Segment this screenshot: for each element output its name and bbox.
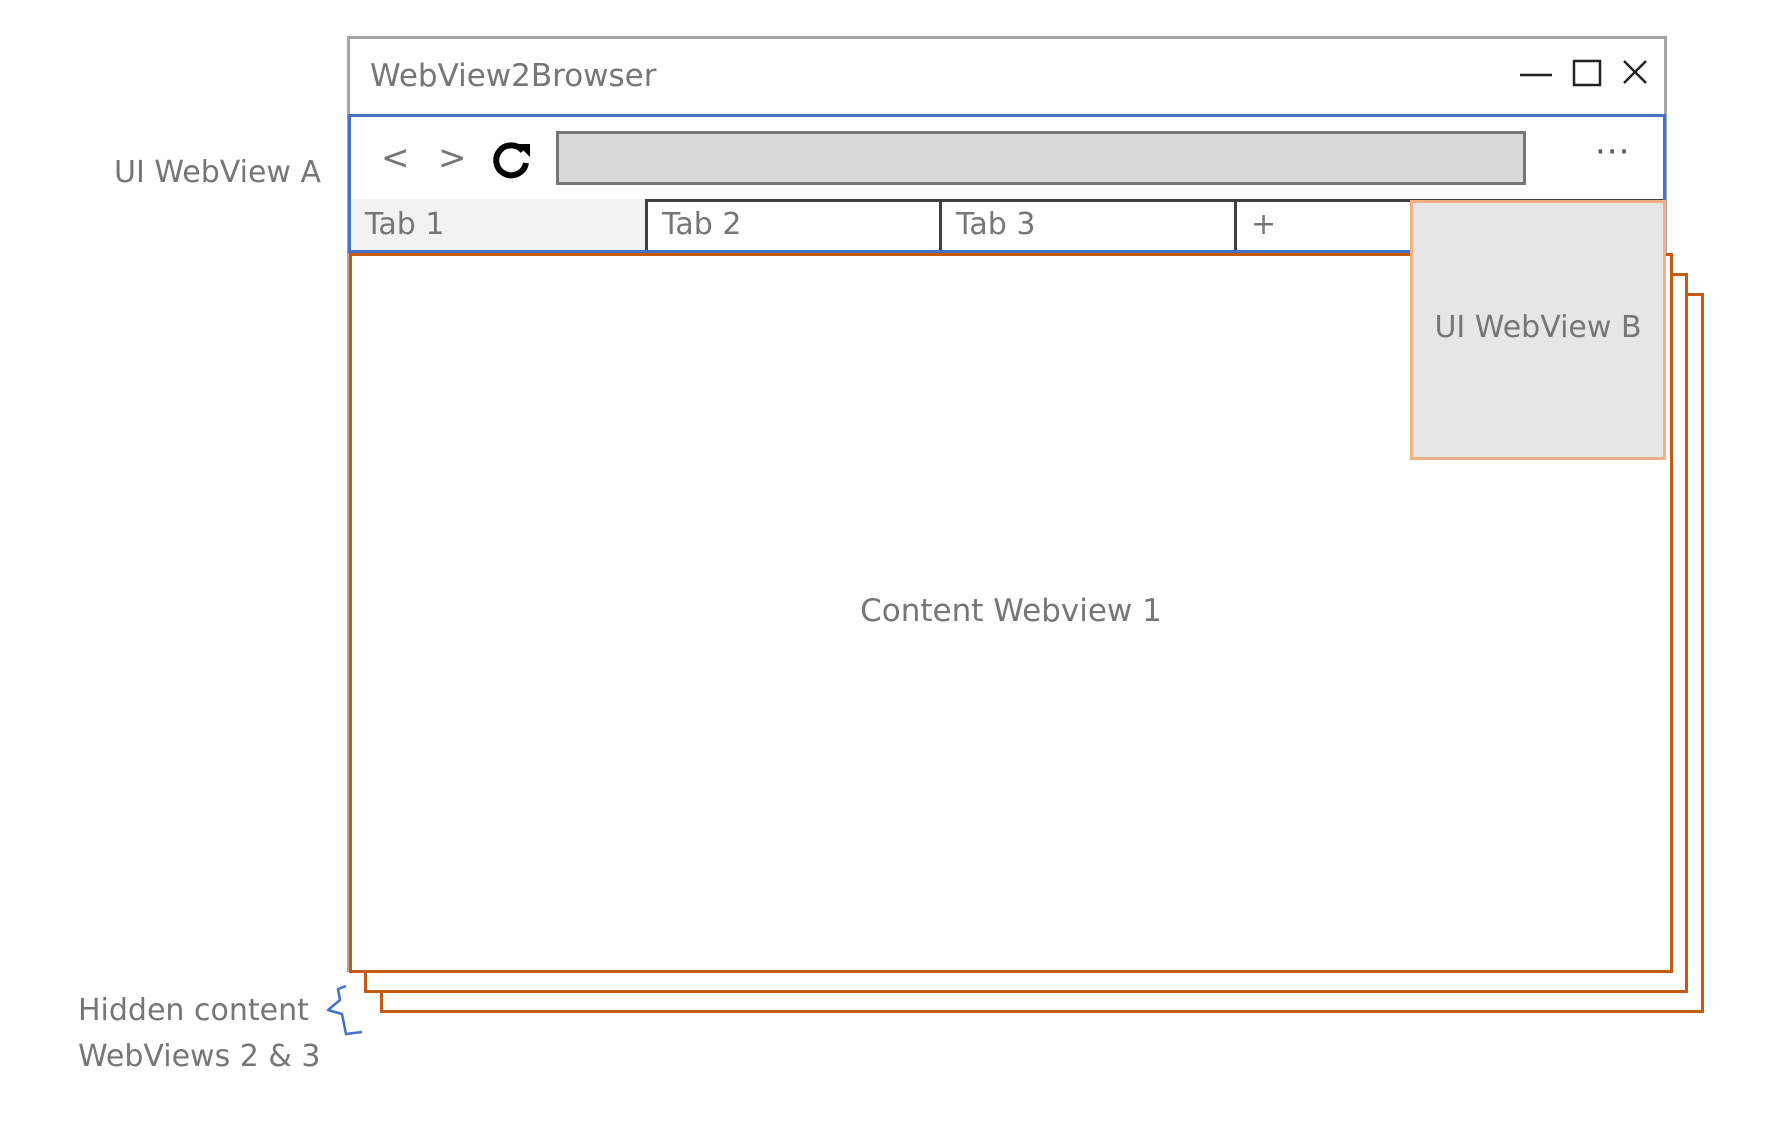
maximize-icon[interactable] [1572, 59, 1602, 87]
tab-label: Tab 1 [365, 207, 445, 242]
hidden-content-label-line2: WebViews 2 & 3 [78, 1039, 321, 1074]
back-button[interactable]: < [381, 138, 410, 178]
tab-3[interactable]: Tab 3 [939, 199, 1234, 250]
content-webview-label: Content Webview 1 [860, 593, 1162, 629]
forward-button[interactable]: > [438, 138, 467, 178]
tab-strip [351, 199, 1663, 250]
tab-1[interactable]: Tab 1 [351, 199, 645, 250]
new-tab-button[interactable]: + [1234, 199, 1414, 250]
ui-webview-b-label: UI WebView B [1434, 310, 1642, 345]
tab-label: Tab 2 [662, 207, 742, 242]
close-icon[interactable] [1623, 60, 1647, 84]
hidden-content-label-line1: Hidden content [78, 993, 309, 1028]
hidden-content-label: Hidden content WebViews 2 & 3 [78, 988, 320, 1080]
window-controls [1520, 59, 1647, 87]
new-tab-label: + [1251, 207, 1277, 242]
address-bar[interactable] [556, 131, 1526, 185]
ui-webview-a-label: UI WebView A [114, 155, 321, 190]
ui-webview-b [1410, 200, 1666, 460]
tab-label: Tab 3 [956, 207, 1036, 242]
tab-2[interactable]: Tab 2 [645, 199, 939, 250]
window-title: WebView2Browser [370, 58, 657, 94]
more-menu-button[interactable]: ··· [1595, 132, 1631, 172]
brace-icon [326, 984, 363, 1036]
refresh-icon[interactable] [490, 140, 532, 182]
